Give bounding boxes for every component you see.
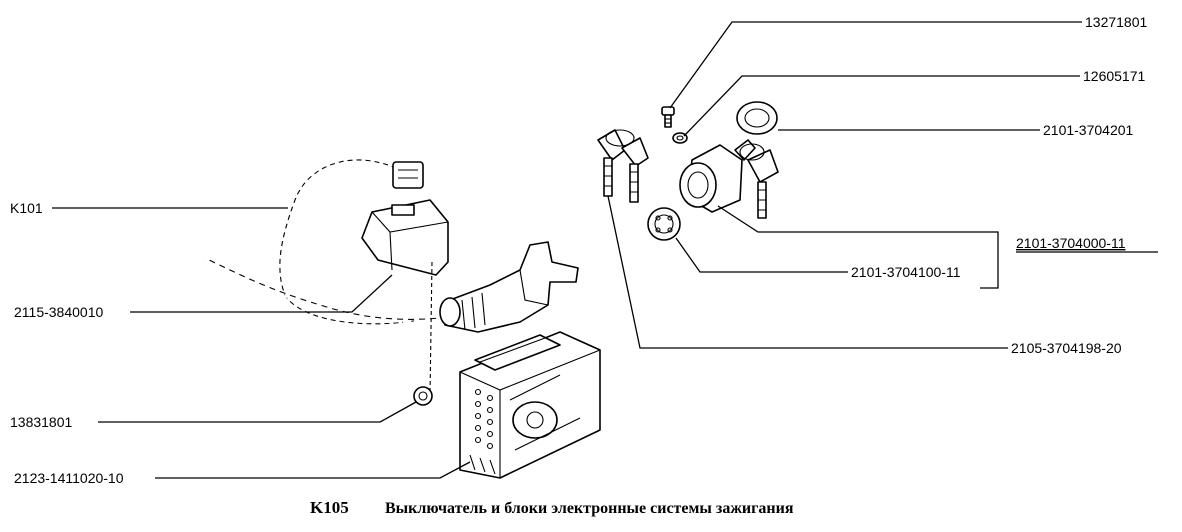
leader-lines <box>52 21 1082 479</box>
label-2101-3704201: 2101-3704201 <box>1043 122 1134 138</box>
caption-title: Выключатель и блоки электронные системы … <box>385 500 794 517</box>
seal-ring-2101-3704201 <box>736 101 778 135</box>
label-2115-3840010: 2115-3840010 <box>14 304 103 320</box>
label-2105-3704198-20: 2105-3704198-20 <box>1011 340 1122 356</box>
label-2101-3704100-11: 2101-3704100-11 <box>851 264 961 280</box>
ignition-module-2115-3840010 <box>361 199 449 396</box>
nut-13831801 <box>413 386 433 406</box>
ecu-controller-2123-1411020-10 <box>459 331 601 479</box>
keys-2105-3704198-20 <box>597 129 649 203</box>
keys-right-pair <box>739 143 779 219</box>
label-2101-3704000-11: 2101-3704000-11 <box>1016 235 1126 251</box>
distributor-sensor <box>439 241 579 333</box>
caption-code: K105 <box>310 498 349 517</box>
screw-13271801 <box>661 106 675 128</box>
label-2123-1411020-10: 2123-1411020-10 <box>14 470 124 486</box>
label-k101: K101 <box>10 200 43 216</box>
ignition-switch-body <box>679 139 756 213</box>
washer-12605171 <box>672 132 688 144</box>
label-13271801: 13271801 <box>1085 14 1148 30</box>
label-13831801: 13831801 <box>10 414 73 430</box>
label-12605171: 12605171 <box>1083 68 1146 84</box>
contact-block-2101-3704100-11 <box>647 207 681 241</box>
wiring-harness-k101 <box>203 157 441 327</box>
